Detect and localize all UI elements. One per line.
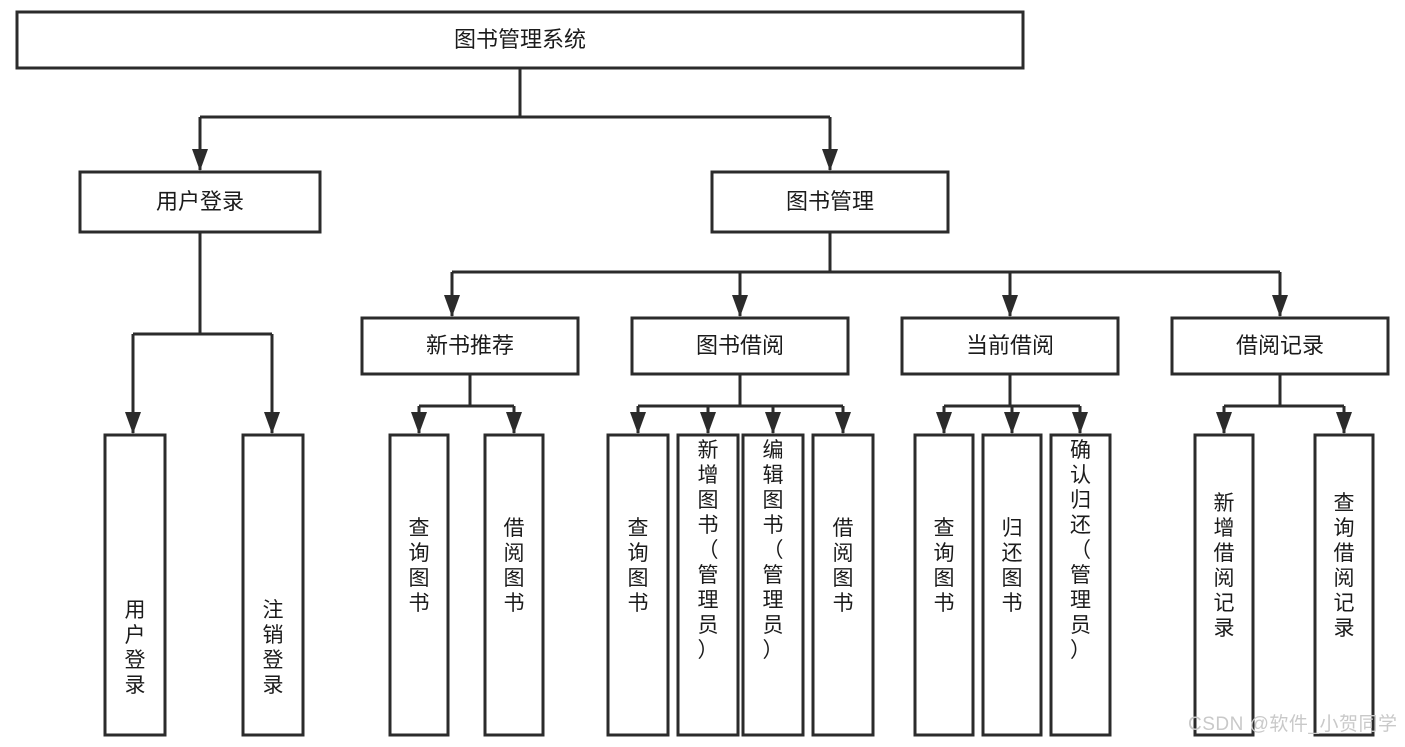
arrow-head-icon <box>700 412 716 434</box>
level3-node-1-box[interactable] <box>630 316 850 376</box>
arrow-head-icon <box>732 295 748 317</box>
leaf-node-12-label: 查询借阅记录 <box>1334 492 1355 640</box>
arrow-head-icon <box>506 412 522 434</box>
leaf-node-5-label: 新增图书（管理员） <box>698 439 719 662</box>
level3-node-0[interactable]: 新书推荐 <box>360 316 580 376</box>
leaf-node-7[interactable]: 借阅图书 <box>811 433 875 737</box>
level2-node-0[interactable]: 用户登录 <box>78 170 322 234</box>
level3-node-2-label: 当前借阅 <box>966 333 1054 358</box>
level3-node-3-label: 借阅记录 <box>1236 333 1324 358</box>
leaf-node-10-box[interactable] <box>1049 433 1112 737</box>
level3-node-0-box[interactable] <box>360 316 580 376</box>
arrow-head-icon <box>822 149 838 171</box>
leaf-node-0-box[interactable] <box>103 433 167 737</box>
leaf-node-7-label: 借阅图书 <box>833 517 854 615</box>
leaf-node-12[interactable]: 查询借阅记录 <box>1313 433 1375 737</box>
level3-node-2-box[interactable] <box>900 316 1120 376</box>
leaf-node-11-box[interactable] <box>1193 433 1255 737</box>
arrow-head-icon <box>411 412 427 434</box>
leaf-node-2[interactable]: 查询图书 <box>388 433 450 737</box>
root-node-label: 图书管理系统 <box>454 27 586 52</box>
leaf-node-6-box[interactable] <box>741 433 805 737</box>
arrow-head-icon <box>444 295 460 317</box>
leaf-node-10[interactable]: 确认归还（管理员） <box>1049 433 1112 737</box>
leaf-node-1-label: 注销登录 <box>263 599 284 697</box>
arrow-head-icon <box>125 412 141 434</box>
leaf-node-12-box[interactable] <box>1313 433 1375 737</box>
arrow-head-icon <box>936 412 952 434</box>
level2-node-1[interactable]: 图书管理 <box>710 170 950 234</box>
arrow-head-icon <box>765 412 781 434</box>
leaf-node-11[interactable]: 新增借阅记录 <box>1193 433 1255 737</box>
leaf-node-6-label: 编辑图书（管理员） <box>763 439 784 662</box>
level3-node-3-box[interactable] <box>1170 316 1390 376</box>
level3-node-3[interactable]: 借阅记录 <box>1170 316 1390 376</box>
level3-node-0-label: 新书推荐 <box>426 333 514 358</box>
root-node[interactable]: 图书管理系统 <box>15 10 1025 70</box>
arrow-head-icon <box>630 412 646 434</box>
leaf-node-2-box[interactable] <box>388 433 450 737</box>
leaf-node-6[interactable]: 编辑图书（管理员） <box>741 433 805 737</box>
level2-node-0-box[interactable] <box>78 170 322 234</box>
arrow-head-icon <box>264 412 280 434</box>
leaf-node-2-label: 查询图书 <box>409 517 430 615</box>
leaf-node-8-label: 查询图书 <box>934 517 955 615</box>
arrow-head-icon <box>1216 412 1232 434</box>
leaf-node-1-box[interactable] <box>241 433 305 737</box>
arrow-head-icon <box>1272 295 1288 317</box>
arrow-head-icon <box>192 149 208 171</box>
level3-node-1-label: 图书借阅 <box>696 333 784 358</box>
leaf-node-4-box[interactable] <box>606 433 670 737</box>
leaf-node-9-box[interactable] <box>981 433 1043 737</box>
leaf-node-11-label: 新增借阅记录 <box>1214 492 1235 640</box>
arrow-head-icon <box>1002 295 1018 317</box>
leaf-node-9-label: 归还图书 <box>1002 517 1023 615</box>
level3-node-1[interactable]: 图书借阅 <box>630 316 850 376</box>
arrow-head-icon <box>835 412 851 434</box>
nodes-layer: 图书管理系统用户登录图书管理新书推荐图书借阅当前借阅借阅记录用户登录注销登录查询… <box>15 10 1390 737</box>
leaf-node-9[interactable]: 归还图书 <box>981 433 1043 737</box>
connectors-layer <box>125 68 1352 434</box>
level2-node-1-box[interactable] <box>710 170 950 234</box>
leaf-node-3-label: 借阅图书 <box>504 517 525 615</box>
leaf-node-4-label: 查询图书 <box>628 517 649 615</box>
leaf-node-10-label: 确认归还（管理员） <box>1070 439 1091 662</box>
leaf-node-1[interactable]: 注销登录 <box>241 433 305 737</box>
leaf-node-3-box[interactable] <box>483 433 545 737</box>
arrow-head-icon <box>1072 412 1088 434</box>
leaf-node-5[interactable]: 新增图书（管理员） <box>676 433 740 737</box>
leaf-node-7-box[interactable] <box>811 433 875 737</box>
level2-node-1-label: 图书管理 <box>786 189 874 214</box>
leaf-node-8-box[interactable] <box>913 433 975 737</box>
level2-node-0-label: 用户登录 <box>156 189 244 214</box>
csdn-watermark: CSDN @软件_小贺同学 <box>1188 714 1398 735</box>
root-node-box[interactable] <box>15 10 1025 70</box>
leaf-node-8[interactable]: 查询图书 <box>913 433 975 737</box>
arrow-head-icon <box>1336 412 1352 434</box>
arrow-head-icon <box>1004 412 1020 434</box>
leaf-node-4[interactable]: 查询图书 <box>606 433 670 737</box>
leaf-node-0-label: 用户登录 <box>125 599 146 697</box>
level3-node-2[interactable]: 当前借阅 <box>900 316 1120 376</box>
leaf-node-0[interactable]: 用户登录 <box>103 433 167 737</box>
leaf-node-5-box[interactable] <box>676 433 740 737</box>
leaf-node-3[interactable]: 借阅图书 <box>483 433 545 737</box>
